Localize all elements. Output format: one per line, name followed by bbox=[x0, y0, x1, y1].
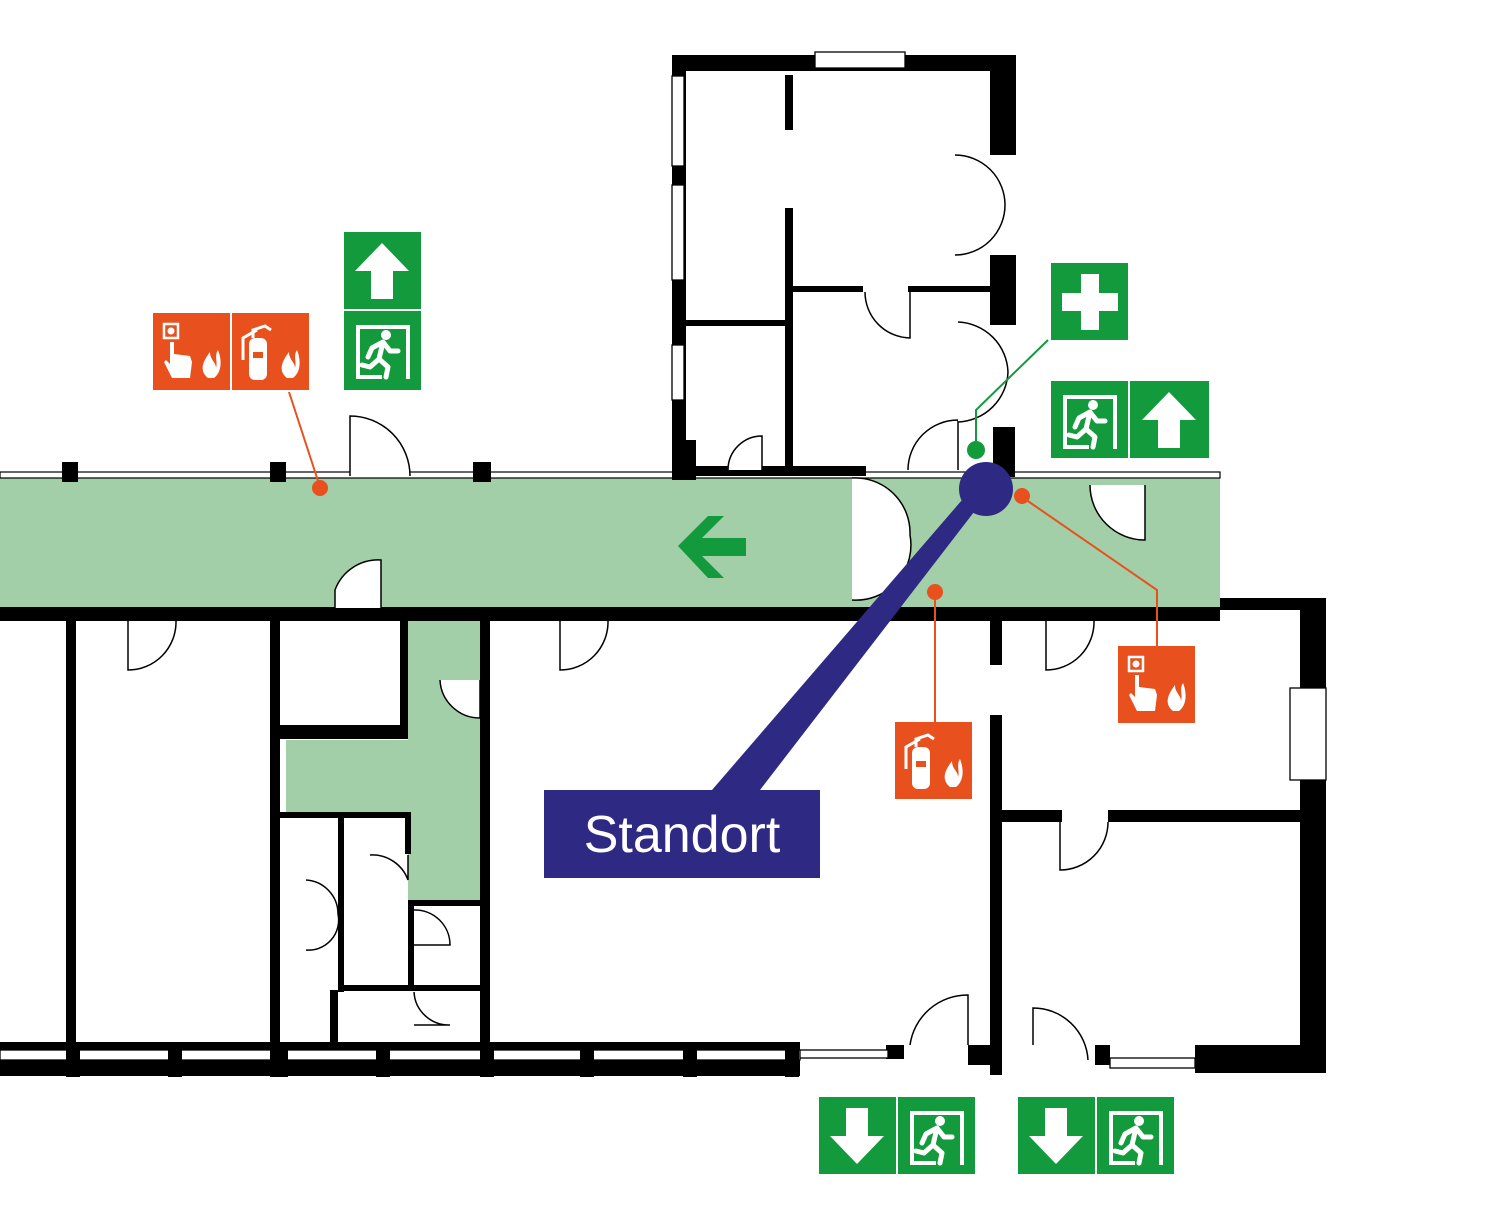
fire-alarm-dot bbox=[1014, 488, 1030, 504]
location-pointer bbox=[712, 500, 974, 790]
leader-lines bbox=[288, 339, 1158, 722]
fire-equipment-dot bbox=[312, 480, 328, 496]
first-aid-sign bbox=[1051, 263, 1128, 340]
emergency-exit-down-sign-left bbox=[819, 1097, 975, 1174]
fire-extinguisher-dot bbox=[927, 584, 943, 600]
location-label-box bbox=[544, 790, 820, 878]
location-label: Standort bbox=[584, 806, 781, 864]
doors bbox=[127, 154, 1146, 1061]
fire-alarm-and-extinguisher-sign bbox=[153, 313, 309, 390]
arrow-left-icon bbox=[678, 516, 746, 578]
escape-route-corridor bbox=[0, 478, 1220, 607]
location-dot-icon bbox=[959, 462, 1013, 516]
emergency-exit-up-arrow-sign bbox=[344, 232, 421, 390]
emergency-exit-down-sign-right bbox=[1018, 1097, 1174, 1174]
emergency-exit-right-up-sign bbox=[1051, 381, 1209, 458]
escape-route-branch bbox=[286, 620, 480, 900]
walls bbox=[0, 51, 1327, 1077]
fire-extinguisher-sign bbox=[895, 722, 972, 799]
location-marker: Standort bbox=[544, 462, 1013, 878]
first-aid-dot bbox=[967, 441, 985, 459]
fire-alarm-sign bbox=[1118, 646, 1195, 723]
